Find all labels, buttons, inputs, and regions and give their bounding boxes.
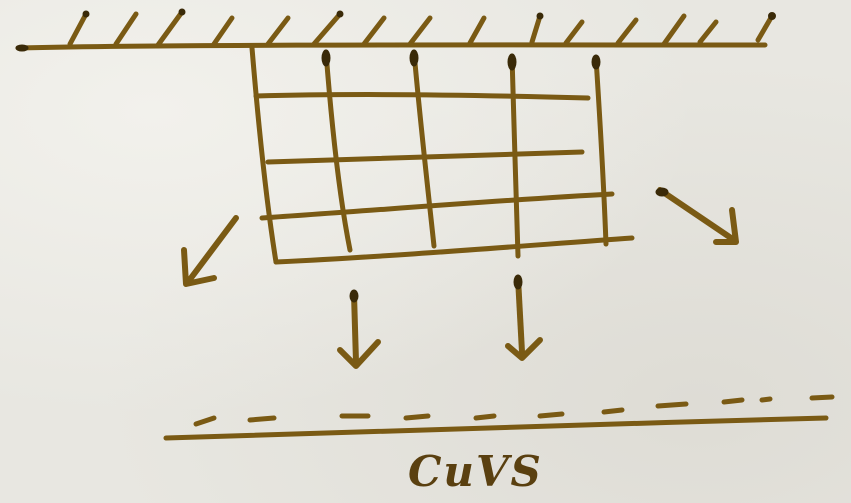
grid-hline-3 bbox=[259, 191, 615, 221]
grid-hline-4 bbox=[273, 235, 635, 265]
grid-vline-2 bbox=[323, 49, 353, 253]
bottom-surface bbox=[163, 394, 835, 441]
top-hatch-marks bbox=[67, 8, 776, 48]
arrow-down-right bbox=[505, 274, 543, 361]
grid-block bbox=[249, 45, 635, 265]
arrow-left-down bbox=[181, 215, 239, 287]
grid-hline-2 bbox=[265, 149, 585, 165]
grid-vline-4 bbox=[509, 53, 521, 259]
arrow-down-left bbox=[337, 289, 381, 369]
grid-vline-3 bbox=[411, 49, 437, 249]
top-surface-line bbox=[15, 42, 768, 51]
arrow-right-down bbox=[655, 187, 739, 245]
top-line-start-blob bbox=[15, 44, 29, 52]
grid-vline-5 bbox=[593, 55, 609, 247]
bottom-surface-line bbox=[163, 415, 829, 441]
bottom-label: CuVS bbox=[408, 447, 543, 496]
top-surface bbox=[15, 8, 776, 52]
grid-vline-1 bbox=[249, 45, 279, 265]
grid-hline-1 bbox=[253, 92, 591, 101]
